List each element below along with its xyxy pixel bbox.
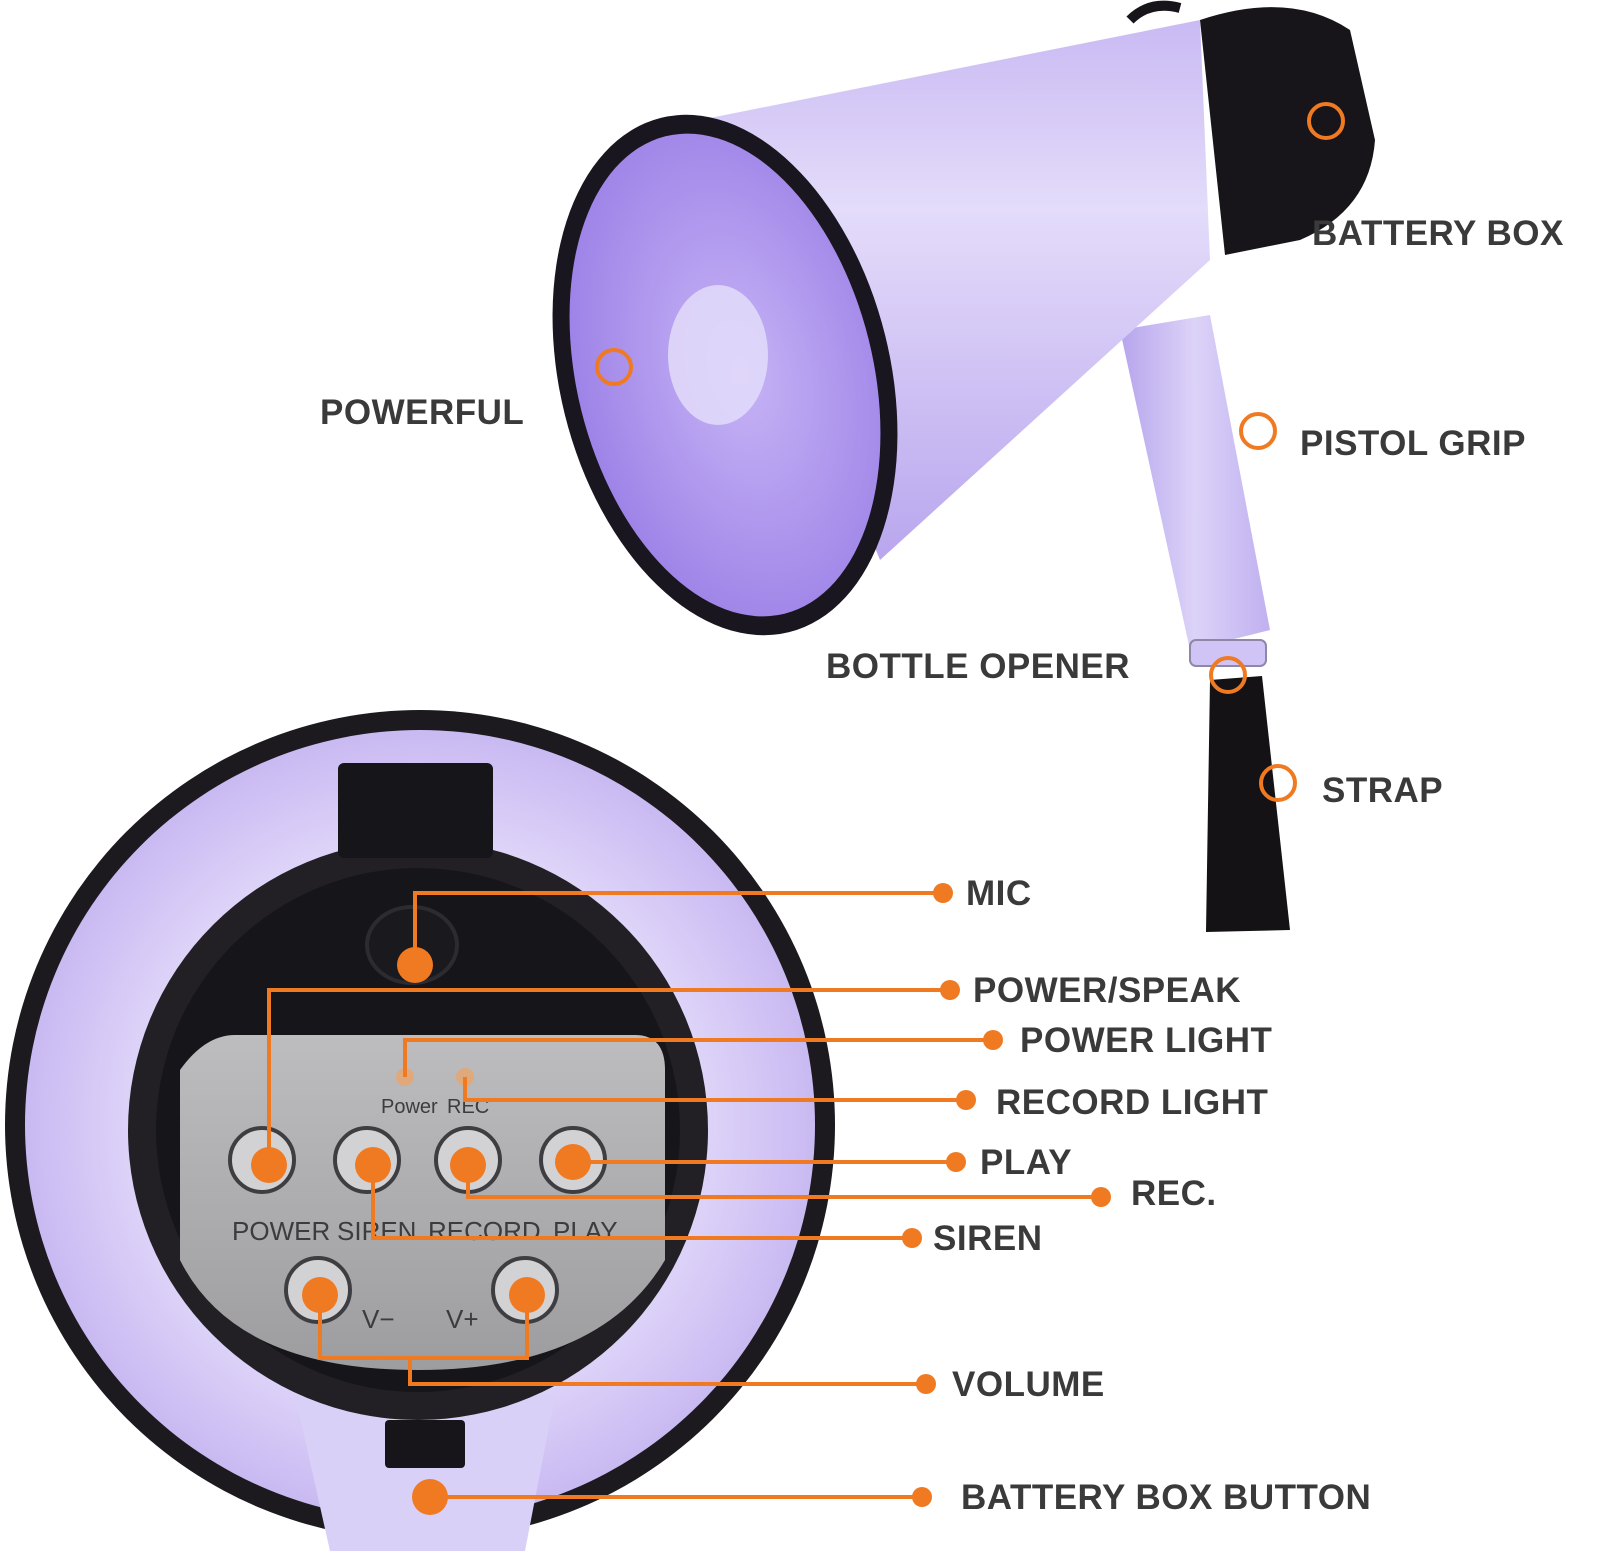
battery-box-button-shape	[385, 1420, 465, 1468]
megaphone-back-view: Power REC POWER SIREN RECORD PLAY V− V+	[5, 710, 835, 1551]
strap-shape	[1206, 676, 1290, 932]
play-button-dot	[555, 1144, 591, 1180]
label-play: PLAY	[980, 1143, 1073, 1182]
label-powerful: POWERFUL	[320, 393, 525, 432]
label-power-speak: POWER/SPEAK	[973, 971, 1242, 1010]
pistol-grip-marker	[1239, 412, 1277, 450]
label-pistol-grip: PISTOL GRIP	[1300, 424, 1526, 463]
bottle-opener-marker	[1209, 656, 1247, 694]
bottle-opener-shape	[1189, 639, 1267, 667]
siren-leader	[371, 1165, 912, 1240]
handle-body	[295, 1395, 555, 1551]
horn-driver	[668, 285, 768, 425]
label-bottle-opener: BOTTLE OPENER	[826, 647, 1131, 686]
panel-play-label: PLAY	[553, 1216, 618, 1246]
label-record-light: RECORD LIGHT	[996, 1083, 1269, 1122]
label-siren: SIREN	[933, 1219, 1043, 1258]
volume-leader	[318, 1295, 926, 1386]
record-button-dot	[450, 1147, 486, 1183]
label-battery-box: BATTERY BOX	[1312, 214, 1564, 253]
mic-leader	[413, 891, 943, 965]
mic-grille	[365, 905, 459, 985]
label-mic: MIC	[966, 874, 1032, 913]
record-light-leader	[463, 1077, 966, 1102]
battery-box-marker	[1307, 102, 1345, 140]
powerful-marker	[595, 348, 633, 386]
battery-button-dot	[412, 1479, 448, 1515]
panel-siren-label: SIREN	[337, 1216, 416, 1246]
megaphone-side-view	[552, 0, 1375, 932]
label-strap: STRAP	[1322, 771, 1444, 810]
power-light-leader	[403, 1038, 993, 1077]
siren-button-dot	[355, 1147, 391, 1183]
top-clip	[338, 763, 493, 858]
panel-power-label: POWER	[232, 1216, 330, 1246]
label-power-light: POWER LIGHT	[1020, 1021, 1273, 1060]
power-speak-leader	[267, 988, 950, 1165]
pistol-grip-shape	[1120, 315, 1270, 650]
label-volume: VOLUME	[952, 1365, 1105, 1404]
strap-marker	[1259, 764, 1297, 802]
mic-dot	[397, 947, 433, 983]
label-battery-box-button: BATTERY BOX BUTTON	[961, 1478, 1372, 1517]
panel-record-label: RECORD	[428, 1216, 541, 1246]
volume-up-dot	[509, 1277, 545, 1313]
power-button-dot	[251, 1147, 287, 1183]
power-indicator-label: Power	[381, 1096, 438, 1118]
battery-box-cap	[1200, 7, 1375, 256]
control-panel	[180, 1035, 665, 1370]
volume-down-dot	[302, 1277, 338, 1313]
panel-vol-up-label: V+	[446, 1304, 479, 1334]
label-rec: REC.	[1131, 1174, 1217, 1213]
panel-vol-down-label: V−	[362, 1304, 395, 1334]
